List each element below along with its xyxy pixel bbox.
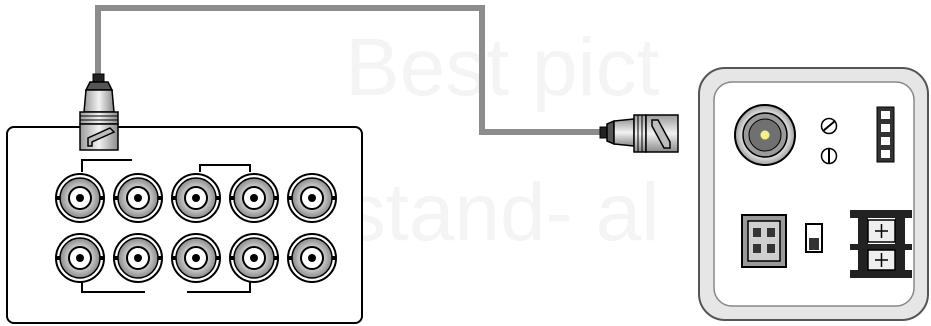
power-socket[interactable] — [741, 214, 787, 268]
bnc-jack-r1-c5[interactable] — [287, 173, 337, 223]
terminal-block[interactable] — [850, 210, 912, 278]
video-out-jack[interactable] — [734, 104, 796, 166]
video-out-pin — [759, 129, 771, 141]
bnc-jack-r1-c4[interactable] — [229, 173, 279, 223]
bnc-jack-r2-c5[interactable] — [287, 233, 337, 283]
bnc-group-bracket-bottom — [81, 282, 251, 293]
adjust-screw-1[interactable] — [820, 117, 838, 135]
dvr-panel-outline — [6, 126, 363, 324]
bnc-jack-r1-c2[interactable] — [113, 173, 163, 223]
bnc-jack-r2-c1[interactable] — [55, 233, 105, 283]
bnc-jack-array[interactable] — [55, 173, 337, 283]
dvr-back-panel — [6, 126, 363, 324]
watermark-line-1: Best pict — [345, 22, 660, 113]
slide-switch[interactable] — [805, 223, 823, 253]
camera-back-panel — [698, 67, 929, 321]
adjust-screw-2[interactable] — [820, 147, 838, 165]
bnc-plug-top[interactable] — [79, 73, 119, 151]
watermark-line-2: stand- al — [345, 167, 660, 258]
bnc-jack-r2-c2[interactable] — [113, 233, 163, 283]
bnc-jack-r2-c3[interactable] — [171, 233, 221, 283]
bnc-jack-r1-c3[interactable] — [171, 173, 221, 223]
bnc-plug-side[interactable] — [599, 114, 679, 153]
bnc-group-bracket-top — [81, 159, 251, 172]
coax-cable — [95, 5, 600, 135]
bnc-jack-r2-c4[interactable] — [229, 233, 279, 283]
bnc-jack-r1-c1[interactable] — [55, 173, 105, 223]
dip-switch-block[interactable] — [876, 106, 895, 163]
